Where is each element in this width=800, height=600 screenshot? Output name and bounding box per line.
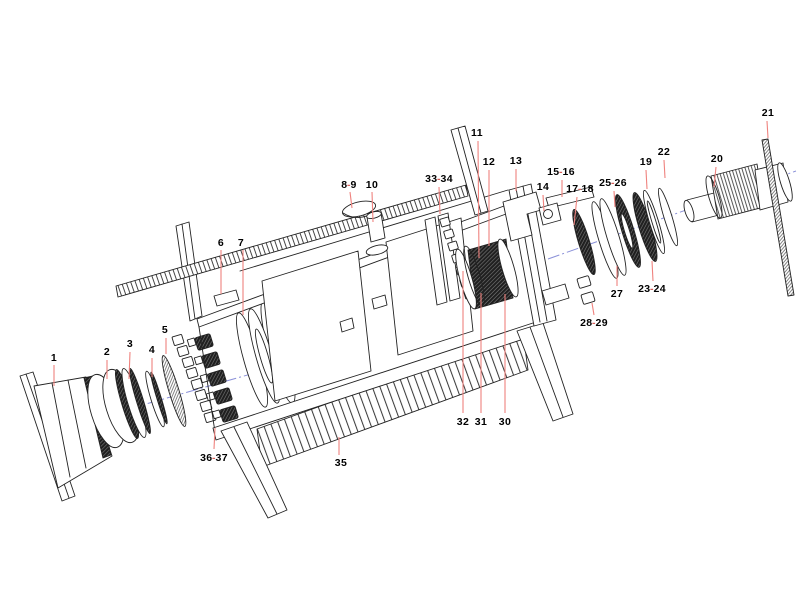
part-4-disc	[145, 370, 168, 428]
part-36-37-bolts	[186, 333, 239, 423]
part-22-ring	[657, 187, 679, 247]
part-19-ring	[642, 189, 666, 255]
frame-left-leg	[220, 421, 288, 519]
part-25-26-clutch-disc	[615, 194, 641, 268]
frame-right-leg	[516, 322, 574, 422]
spacer-stack	[424, 212, 461, 306]
part-5-disc	[161, 355, 187, 427]
pawl-tab	[541, 283, 570, 306]
fastener-chain-left	[171, 334, 217, 423]
part-14-15-16-bracket	[538, 186, 595, 226]
part-21-rod	[761, 138, 795, 297]
part-6-block	[213, 289, 240, 307]
part-3-disc	[121, 368, 151, 438]
part-28-29-nuts	[576, 275, 596, 305]
part-20-gear	[683, 162, 793, 223]
part-2-ring	[87, 368, 140, 449]
part-27-discs	[591, 198, 627, 279]
part-13-bracket	[502, 191, 542, 242]
